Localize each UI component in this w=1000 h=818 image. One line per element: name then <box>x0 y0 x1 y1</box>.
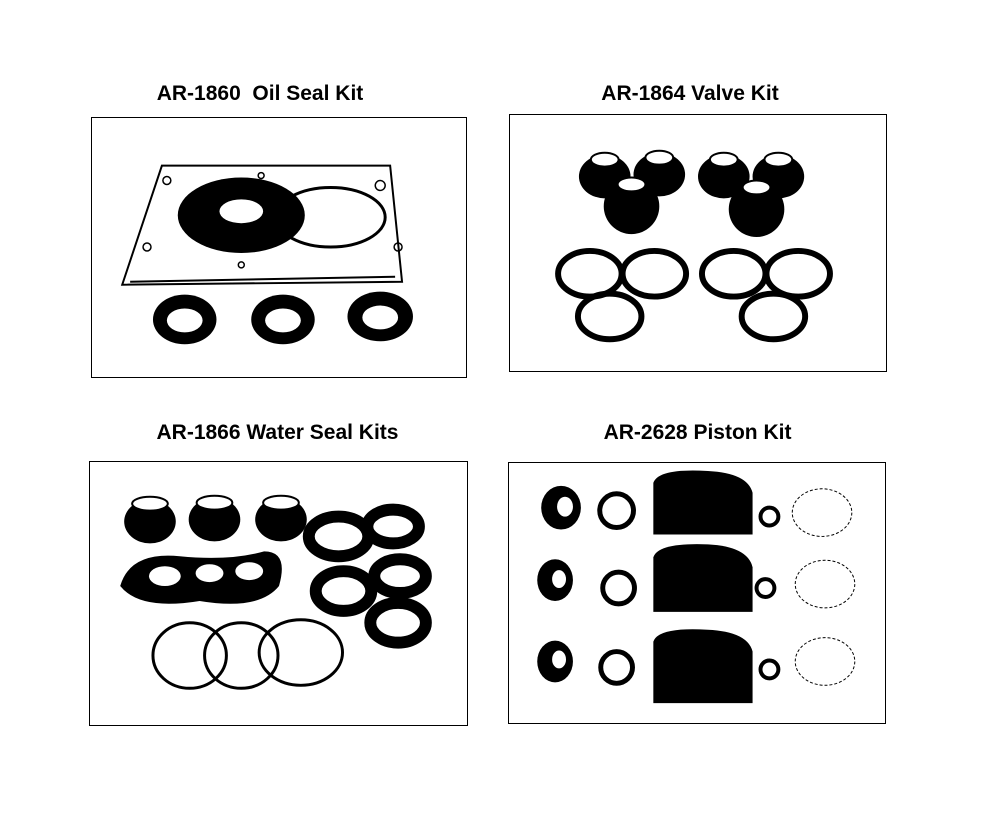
seal-retainer-top <box>262 494 300 511</box>
small-ring <box>758 505 781 528</box>
small-oil-seal-bore <box>362 305 399 330</box>
gasket-hole <box>162 175 172 186</box>
wiper-seal-hole <box>195 564 224 583</box>
kit-image-water-seal <box>89 461 468 726</box>
backup-ring <box>597 491 636 530</box>
retaining-clip <box>791 488 853 537</box>
water-seal-kit-illustration <box>120 494 432 690</box>
small-oil-seal-bore <box>265 308 301 333</box>
valve-kit-illustration <box>555 149 833 343</box>
valve-assembly-top <box>616 176 647 193</box>
valve-assembly-top <box>741 179 772 196</box>
small-ring <box>754 577 777 599</box>
retaining-clip <box>794 637 856 686</box>
small-oil-seal-bore <box>166 308 203 333</box>
gasket-edge <box>130 275 396 283</box>
valve-assembly <box>728 181 785 238</box>
v-packing <box>364 596 432 649</box>
valve-ring <box>619 247 690 300</box>
kit-title-valve: AR-1864 Valve Kit <box>601 82 779 105</box>
oil-seal-kit-illustration <box>120 164 413 345</box>
kit-title-piston: AR-2628 Piston Kit <box>603 421 792 444</box>
valve-ring <box>574 290 645 343</box>
piston-seal-bore <box>552 650 567 669</box>
kit-image-valve <box>509 114 887 372</box>
piston-body <box>653 544 753 612</box>
o-ring <box>274 185 387 249</box>
large-oil-seal-bore <box>219 199 264 224</box>
v-packing <box>309 565 378 617</box>
v-packing <box>361 503 425 550</box>
kit-title-water-seal: AR-1866 Water Seal Kits <box>156 421 399 444</box>
backup-ring <box>598 649 635 686</box>
wiper-seal-hole <box>148 566 181 587</box>
piston-seal-bore <box>557 496 573 517</box>
piston-body <box>653 629 753 704</box>
o-ring <box>257 618 345 687</box>
v-packing <box>302 510 375 563</box>
valve-ring <box>763 247 833 300</box>
valve-ring <box>738 290 809 343</box>
seal-retainer <box>255 497 307 542</box>
gasket-hole <box>374 179 386 192</box>
gasket-hole <box>237 261 246 269</box>
seal-retainer <box>124 499 176 544</box>
kit-image-oil-seal <box>91 117 467 378</box>
valve-assembly <box>603 178 660 235</box>
valve-ring <box>698 247 769 300</box>
o-ring <box>151 621 228 690</box>
valve-assembly-top <box>708 151 739 168</box>
seal-retainer <box>188 497 241 542</box>
wiper-seal-hole <box>235 562 264 581</box>
piston-kit-illustration <box>537 470 856 704</box>
gasket-hole <box>142 242 152 252</box>
retaining-clip <box>794 559 856 609</box>
gasket-hole <box>257 171 265 180</box>
small-ring <box>758 658 781 681</box>
piston-seal-bore <box>552 570 567 589</box>
valve-assembly <box>698 154 750 199</box>
kit-image-piston <box>508 462 886 724</box>
valve-ring <box>555 247 625 300</box>
o-ring <box>203 621 280 690</box>
piston-body <box>653 470 753 535</box>
valve-assembly-top <box>644 149 675 166</box>
seal-retainer-top <box>131 495 169 512</box>
v-packing <box>368 553 432 599</box>
backup-ring <box>600 569 637 607</box>
gasket-hole <box>393 242 403 252</box>
valve-assembly-top <box>589 151 620 168</box>
kit-title-oil-seal: AR-1860 Oil Seal Kit <box>156 82 364 105</box>
seal-retainer-top <box>195 494 234 511</box>
valve-assembly-top <box>763 151 794 168</box>
